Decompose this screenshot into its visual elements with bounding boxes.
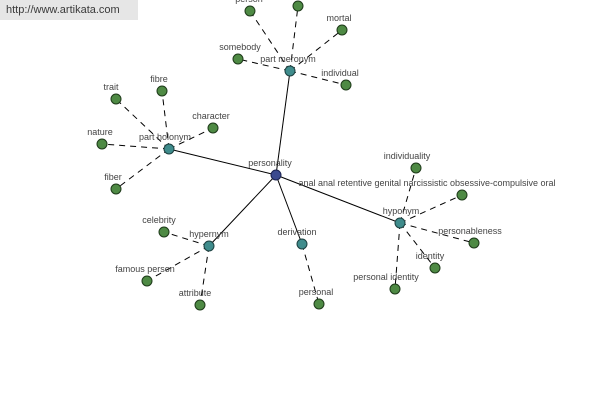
edge-leaf xyxy=(399,167,417,224)
edge-leaf xyxy=(399,222,475,244)
leaf-node[interactable] xyxy=(110,93,122,105)
relation-node-derivation[interactable] xyxy=(296,238,308,250)
leaf-label: celebrity xyxy=(142,215,176,225)
leaf-node[interactable] xyxy=(429,262,441,274)
leaf-node[interactable] xyxy=(468,237,480,249)
edge-leaf xyxy=(168,127,214,150)
relation-node-meronym[interactable] xyxy=(284,65,296,77)
edge-leaf xyxy=(146,245,210,282)
leaf-node[interactable] xyxy=(141,275,153,287)
leaf-label: anal anal retentive genital narcissistic… xyxy=(298,178,555,188)
leaf-node[interactable] xyxy=(194,299,206,311)
leaf-label: trait xyxy=(103,82,119,92)
root-node[interactable] xyxy=(270,169,282,181)
leaf-node[interactable] xyxy=(410,162,422,174)
leaf-node[interactable] xyxy=(96,138,108,150)
leaf-label: personal xyxy=(299,287,334,297)
edge-leaf xyxy=(163,231,210,247)
edge-leaf xyxy=(237,58,291,72)
leaf-label: individual xyxy=(321,68,359,78)
leaf-label: identity xyxy=(416,251,445,261)
relation-label-derivation: derivation xyxy=(277,227,316,237)
leaf-node[interactable] xyxy=(313,298,325,310)
leaf-label: personal identity xyxy=(353,272,419,282)
edge-meronym xyxy=(275,70,291,176)
leaf-label: mortal xyxy=(326,13,351,23)
leaf-label: personableness xyxy=(438,226,502,236)
edge-leaf xyxy=(115,98,170,150)
edge-leaf xyxy=(399,194,463,224)
relation-node-hypernym[interactable] xyxy=(203,240,215,252)
relation-label-hypernym: hypernym xyxy=(189,229,229,239)
edge-leaf xyxy=(289,29,343,72)
relation-node-hyponym[interactable] xyxy=(394,217,406,229)
leaf-node[interactable] xyxy=(456,189,468,201)
leaf-label: character xyxy=(192,111,230,121)
relation-label-hyponym: hyponym xyxy=(383,206,420,216)
edge-leaf xyxy=(399,222,436,269)
leaf-node[interactable] xyxy=(207,122,219,134)
edge-hypernym xyxy=(208,174,277,247)
edge-leaf xyxy=(394,222,401,290)
leaf-label: fiber xyxy=(104,172,122,182)
leaf-node[interactable] xyxy=(336,24,348,36)
leaf-label: individuality xyxy=(384,151,431,161)
relation-label-holonym: part holonym xyxy=(139,132,191,142)
edge-leaf xyxy=(101,143,170,150)
edge-holonym xyxy=(168,148,277,176)
relation-node-holonym[interactable] xyxy=(163,143,175,155)
leaf-node[interactable] xyxy=(232,53,244,65)
watermark-url: http://www.artikata.com xyxy=(0,0,138,20)
root-label: personality xyxy=(248,158,292,168)
leaf-label: somebody xyxy=(219,42,261,52)
leaf-label: attribute xyxy=(179,288,212,298)
leaf-node[interactable] xyxy=(244,5,256,17)
edge-hyponym xyxy=(275,174,401,224)
leaf-node[interactable] xyxy=(340,79,352,91)
edge-leaf xyxy=(289,70,347,86)
edge-leaf xyxy=(249,10,291,72)
leaf-label: fibre xyxy=(150,74,168,84)
relation-label-meronym: part meronym xyxy=(260,54,316,64)
leaf-node[interactable] xyxy=(156,85,168,97)
leaf-node[interactable] xyxy=(110,183,122,195)
leaf-label: nature xyxy=(87,127,113,137)
leaf-label: person xyxy=(235,0,263,4)
leaf-node[interactable] xyxy=(389,283,401,295)
edge-leaf xyxy=(115,148,170,190)
edge-leaf xyxy=(199,245,210,306)
edge-leaf xyxy=(161,90,170,150)
leaf-node[interactable] xyxy=(158,226,170,238)
leaf-node[interactable] xyxy=(292,0,304,12)
edge-derivation xyxy=(275,174,303,245)
leaf-label: famous person xyxy=(115,264,175,274)
